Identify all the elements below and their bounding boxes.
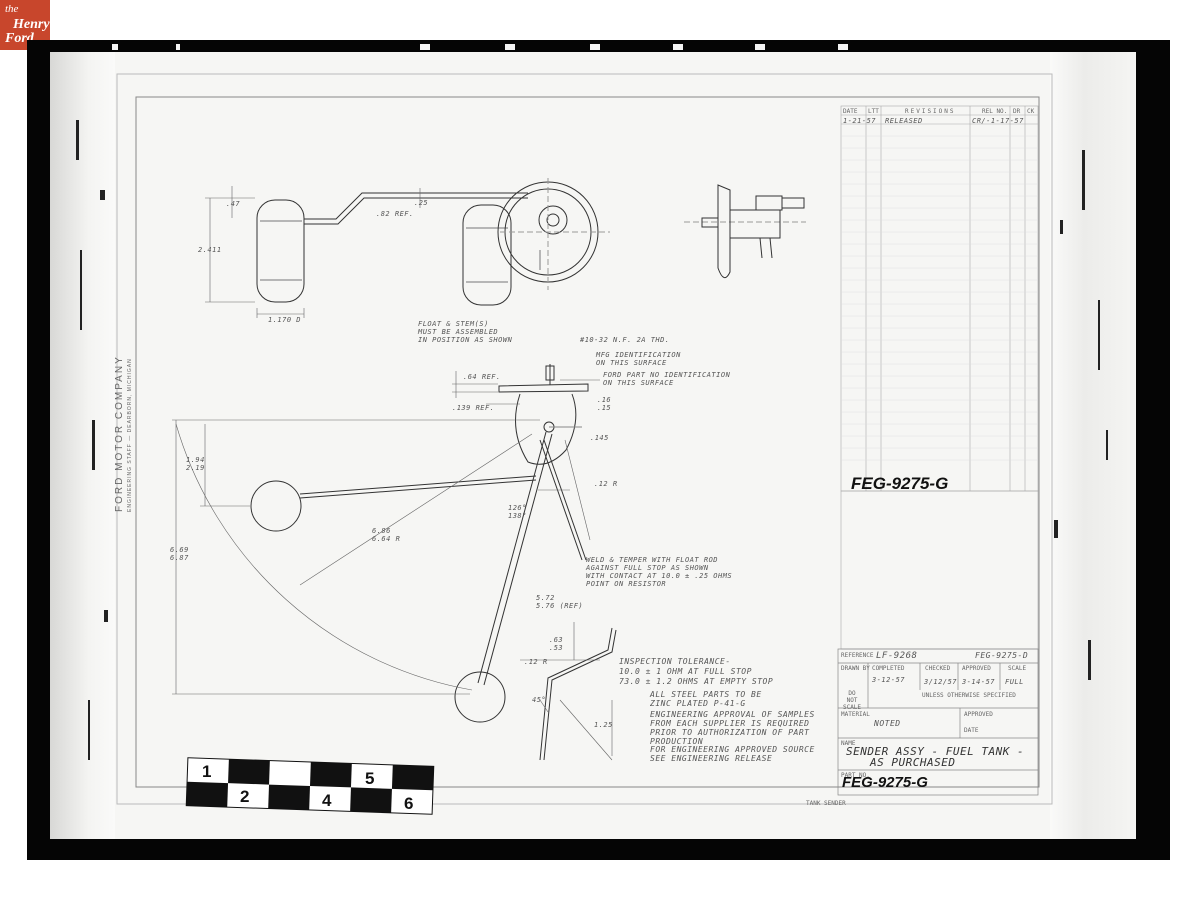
- note-steel: ALL STEEL PARTS TO BE ZINC PLATED P-41-G: [650, 690, 762, 708]
- rev-row-rel: CR/-1-17-57: [972, 117, 1024, 125]
- scale-number-4: 4: [322, 791, 332, 810]
- dim-12r: .12 R: [594, 480, 618, 488]
- dim-25: .25: [414, 199, 429, 207]
- scale-number-5: 5: [365, 769, 375, 788]
- revision-block: [840, 105, 1039, 492]
- dim-669: 6.69 6.87: [170, 546, 189, 562]
- dim-126: 126° 138°: [508, 504, 527, 520]
- footer-stamp: TANK SENDER: [806, 800, 846, 807]
- note-mfg-id: MFG IDENTIFICATION ON THIS SURFACE: [596, 351, 681, 367]
- part-no-label: PART NO.: [841, 772, 870, 779]
- rev-header-date: DATE: [843, 108, 858, 115]
- rev-header-ck: CK: [1027, 108, 1035, 115]
- note-weld: WELD & TEMPER WITH FLOAT ROD AGAINST FUL…: [586, 556, 733, 588]
- film-edge-marks: [112, 44, 848, 50]
- dim-47: .47: [226, 200, 241, 208]
- revision-rows: [841, 135, 1038, 461]
- logo-text-henry: Henry: [13, 17, 50, 32]
- dim-12r-lower: .12 R: [524, 658, 548, 666]
- note-inspection: INSPECTION TOLERANCE- 10.0 ± 1 OHM AT FU…: [619, 657, 774, 686]
- front-view-sender: [250, 364, 617, 761]
- scale-bar: [185, 757, 435, 815]
- note-ford-id: FORD PART NO IDENTIFICATION ON THIS SURF…: [603, 371, 731, 387]
- title-block: [837, 648, 1039, 796]
- part-number-bottom: FEG-9275-G: [842, 774, 928, 791]
- dim-572: 5.72 5.76 (REF): [536, 594, 584, 610]
- note-approval: ENGINEERING APPROVAL OF SAMPLES FROM EAC…: [650, 710, 815, 746]
- approved-label: APPROVED: [962, 665, 991, 672]
- henry-ford-logo: the Henry Ford: [0, 0, 50, 50]
- dim-45-deg: 45°: [532, 696, 547, 704]
- dim-145: .145: [590, 434, 609, 442]
- rev-row-date: 1-21-57: [843, 117, 877, 125]
- unless-note: UNLESS OTHERWISE SPECIFIED: [922, 692, 1016, 699]
- sheet-left-edge: [50, 52, 115, 839]
- logo-text-ford: Ford: [5, 31, 34, 46]
- dim-686: 6.86 6.64 R: [372, 527, 401, 543]
- scale-value: FULL: [1005, 678, 1024, 686]
- side-view-sender-head: [684, 184, 806, 279]
- edge-specks: [76, 120, 1108, 760]
- note-source: FOR ENGINEERING APPROVED SOURCE SEE ENGI…: [650, 745, 815, 763]
- rev-header-dr: DR: [1013, 108, 1021, 115]
- dim-64-ref: .64 REF.: [463, 373, 501, 381]
- approved2-label: APPROVED: [964, 711, 993, 718]
- dim-194: 1.94 2.19: [186, 456, 205, 472]
- reference-alt: FEG-9275-D: [975, 651, 1029, 660]
- front-view-dimensions: [172, 371, 613, 761]
- dim-2411: 2.411: [198, 246, 222, 254]
- rev-row-text: RELEASED: [885, 117, 923, 125]
- dim-16: .16 .15: [597, 396, 612, 412]
- rev-header-revisions: REVISIONS: [905, 108, 956, 115]
- date-approved: 3-14-57: [962, 678, 996, 686]
- scale-label: SCALE: [1008, 665, 1027, 672]
- part-number-mid: FEG-9275-G: [851, 474, 949, 493]
- note-float-stem: FLOAT & STEM(S) MUST BE ASSEMBLED IN POS…: [418, 320, 513, 344]
- sheet-right-edge: [1050, 52, 1136, 839]
- mid-block: [840, 490, 1039, 650]
- name-line1: SENDER ASSY - FUEL TANK -: [846, 745, 1025, 758]
- checked-label: CHECKED: [925, 665, 951, 672]
- note-thread: #10-32 N.F. 2A THD.: [580, 336, 670, 344]
- dim-1170: 1.170 D: [268, 316, 302, 324]
- company-name: FORD MOTOR COMPANY: [114, 355, 125, 512]
- name-line2: AS PURCHASED: [870, 756, 956, 769]
- company-division: ENGINEERING STAFF — DEARBORN, MICHIGAN: [127, 358, 133, 512]
- scale-number-1: 1: [202, 762, 212, 781]
- completed-label: COMPLETED: [872, 665, 905, 672]
- name-label: NAME: [841, 740, 856, 747]
- scale-number-3: 3: [283, 766, 293, 785]
- dim-63: .63 .53: [549, 636, 564, 652]
- logo-text-the: the: [5, 3, 19, 15]
- reference-value: LF-9268: [876, 651, 918, 661]
- drawn-label: DRAWN BY: [841, 665, 870, 672]
- dim-139-ref: .139 REF.: [452, 404, 495, 412]
- material-value: NOTED: [874, 719, 901, 728]
- scale-number-2: 2: [240, 787, 250, 806]
- dim-125: 1.25: [594, 721, 613, 729]
- date-checked: 3/12/57: [924, 678, 958, 686]
- date-label: DATE: [964, 727, 979, 734]
- scale-number-6: 6: [404, 794, 414, 813]
- rev-header-ltt: LTT: [868, 108, 879, 115]
- top-view-float-arm: [256, 178, 610, 306]
- do-not-scale: DO NOT SCALE: [842, 690, 862, 711]
- rev-header-relno: REL NO.: [982, 108, 1008, 115]
- reference-label: REFERENCE: [841, 652, 874, 659]
- dim-82-ref: .82 REF.: [376, 210, 414, 218]
- date-completed: 3-12-57: [872, 676, 906, 684]
- top-view-dimensions: [205, 186, 421, 318]
- material-label: MATERIAL: [841, 711, 870, 718]
